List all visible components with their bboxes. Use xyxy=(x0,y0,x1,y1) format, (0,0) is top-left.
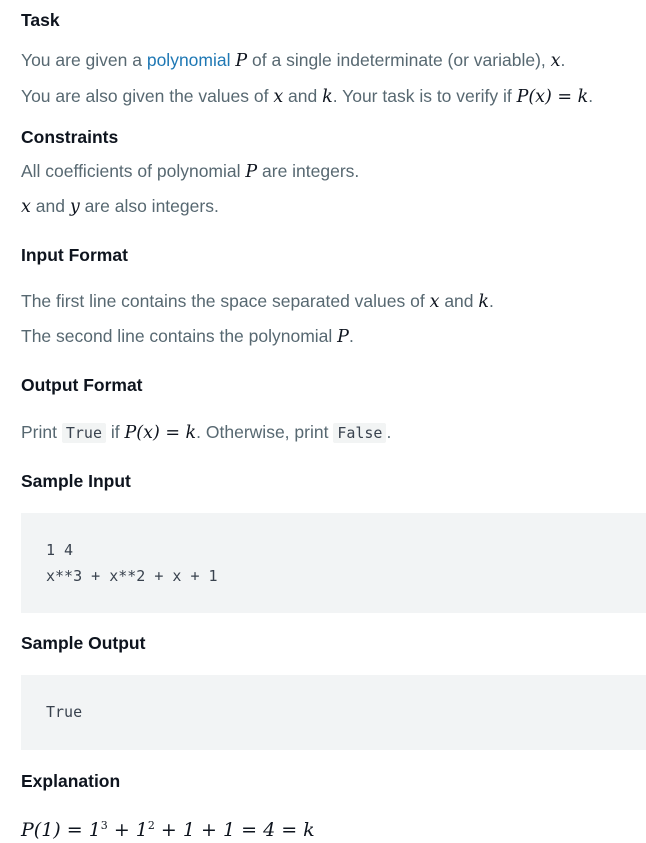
constraints-line-1: All coefficients of polynomial P are int… xyxy=(21,161,360,182)
output-format-heading: Output Format xyxy=(21,375,143,395)
math-x: x xyxy=(429,292,440,312)
math-P: P xyxy=(235,51,248,71)
input-format-line-1: The first line contains the space separa… xyxy=(21,291,494,312)
math-P: P xyxy=(337,327,349,347)
math-Px-eq-k: P(x) = k xyxy=(124,423,197,443)
explanation-equation: P(1) = 13 + 12 + 1 + 1 = 4 = k xyxy=(21,819,315,841)
task-line-1: You are given a polynomial P of a single… xyxy=(21,50,566,71)
explanation-heading: Explanation xyxy=(21,771,121,791)
math-x: x xyxy=(273,87,284,107)
sample-output-line-1: True xyxy=(46,703,83,721)
math-k: k xyxy=(478,292,489,312)
math-x: x xyxy=(550,51,561,71)
sample-output-block[interactable]: True xyxy=(21,675,646,750)
math-x: x xyxy=(21,197,31,217)
sample-input-line-1: 1 4 xyxy=(46,541,74,559)
code-false: False xyxy=(333,423,387,443)
input-format-heading: Input Format xyxy=(21,245,128,265)
code-true: True xyxy=(61,423,106,443)
math-k: k xyxy=(322,87,333,107)
constraints-heading: Constraints xyxy=(21,127,119,147)
task-heading: Task xyxy=(21,10,60,30)
input-format-line-2: The second line contains the polynomial … xyxy=(21,326,354,347)
sample-input-block[interactable]: 1 4 x**3 + x**2 + x + 1 xyxy=(21,513,646,613)
polynomial-link[interactable]: polynomial xyxy=(146,50,231,70)
math-P: P xyxy=(245,162,258,182)
output-format-line: Print True if P(x) = k. Otherwise, print… xyxy=(21,422,392,443)
math-Px-eq-k: P(x) = k xyxy=(516,87,589,107)
constraints-line-2: x and y are also integers. xyxy=(21,196,219,217)
sample-input-line-2: x**3 + x**2 + x + 1 xyxy=(46,567,218,585)
sample-output-heading: Sample Output xyxy=(21,633,146,653)
task-line-2: You are also given the values of x and k… xyxy=(21,86,594,107)
sample-input-heading: Sample Input xyxy=(21,471,131,491)
math-y: y xyxy=(69,197,80,217)
